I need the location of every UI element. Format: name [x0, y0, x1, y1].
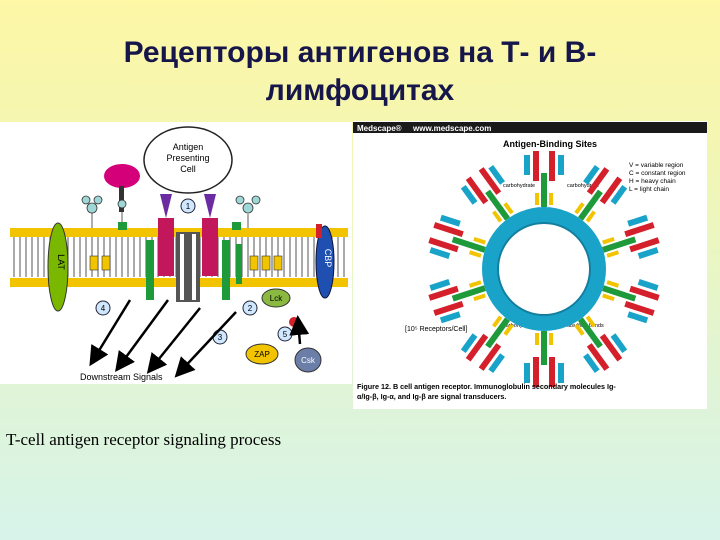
- receptor-segment: [558, 155, 564, 175]
- figure-caption-2: α/Ig-β, Ig-α, and Ig-β are signal transd…: [357, 392, 506, 401]
- step-2-label: 2: [248, 304, 253, 313]
- slide-caption: T-cell antigen receptor signaling proces…: [6, 430, 281, 450]
- downstream-signals-label: Downstream Signals: [80, 372, 163, 382]
- csk-kinase: Csk: [295, 348, 321, 372]
- receptor-segment: [602, 294, 615, 302]
- receptor-segment: [549, 193, 553, 205]
- receptor-3: [597, 214, 663, 269]
- legend: V = variable region C = constant region …: [629, 162, 686, 193]
- carbohydrate-top: carbohydrate: [503, 183, 535, 189]
- receptor-segment: [469, 280, 482, 288]
- title-line-2: лимфоцитах: [0, 72, 720, 110]
- legend-item-3: H = heavy chain: [629, 178, 676, 185]
- lat-label: LAT: [56, 254, 66, 270]
- tcell-diagram: Antigen Presenting Cell 1: [0, 122, 352, 384]
- medscape-header: [353, 122, 707, 133]
- receptor-segment: [533, 151, 539, 181]
- csk-label: Csk: [301, 356, 316, 365]
- step-1-label: 1: [186, 202, 191, 211]
- receptor-6: [524, 331, 564, 387]
- receptor-segment: [524, 363, 530, 383]
- medscape-brand: Medscape®: [357, 124, 402, 133]
- slide-title: Рецепторы антигенов на Т- и В- лимфоцита…: [0, 34, 720, 110]
- legend-item-2: C = constant region: [629, 170, 686, 177]
- apc-label-2: Presenting: [166, 153, 209, 163]
- receptor-segment: [473, 294, 486, 302]
- magenta-protein: [104, 164, 140, 188]
- medscape-url: www.medscape.com: [412, 124, 491, 133]
- tcell-diagram-panel: Antigen Presenting Cell 1: [0, 122, 352, 384]
- bcell-figure-panel: Medscape® www.medscape.com Antigen-Bindi…: [353, 121, 707, 409]
- receptor-8: [426, 269, 492, 324]
- receptor-segment: [558, 363, 564, 383]
- receptor-4: [597, 269, 663, 324]
- cbp-anchor: [316, 224, 322, 238]
- receptor-9: [426, 214, 492, 269]
- zap-label: ZAP: [254, 350, 270, 359]
- cbp-label: CBP: [323, 249, 333, 268]
- receptor-segment: [602, 237, 615, 245]
- receptor-segment: [524, 155, 530, 175]
- green-block-2: [232, 222, 241, 230]
- receptor-segment: [541, 331, 547, 365]
- receptor-1: [524, 151, 564, 207]
- step-5-label: 5: [283, 330, 288, 339]
- sites-title: Antigen-Binding Sites: [503, 139, 597, 149]
- figure-caption-1: Figure 12. B cell antigen receptor. Immu…: [357, 382, 616, 391]
- receptor-segment: [541, 173, 547, 207]
- receptor-segment: [469, 250, 482, 258]
- legend-item-1: V = variable region: [629, 162, 684, 169]
- receptor-segment: [549, 151, 555, 181]
- receptor-segment: [606, 250, 619, 258]
- receptors-note: [10⁵ Receptors/Cell]: [405, 326, 467, 333]
- lck-label: Lck: [270, 294, 283, 303]
- zap-kinase: ZAP: [246, 344, 278, 364]
- antigen-presenting-cell: Antigen Presenting Cell: [144, 127, 232, 193]
- receptor-segment: [535, 193, 539, 205]
- apc-label-3: Cell: [180, 164, 196, 174]
- receptor-segment: [549, 333, 553, 345]
- receptor-segment: [535, 333, 539, 345]
- apc-label-1: Antigen: [173, 142, 204, 152]
- step-4-label: 4: [101, 304, 106, 313]
- legend-item-4: L = light chain: [629, 186, 669, 193]
- step-3-label: 3: [218, 333, 223, 342]
- lat-protein: LAT: [48, 223, 68, 311]
- b-cell: [482, 207, 606, 331]
- receptor-segment: [473, 237, 486, 245]
- lck-kinase: Lck: [262, 289, 290, 307]
- receptor-segment: [606, 280, 619, 288]
- bcell-figure: Medscape® www.medscape.com Antigen-Bindi…: [353, 121, 707, 409]
- green-block-1: [118, 222, 127, 230]
- title-line-1: Рецепторы антигенов на Т- и В-: [0, 34, 720, 72]
